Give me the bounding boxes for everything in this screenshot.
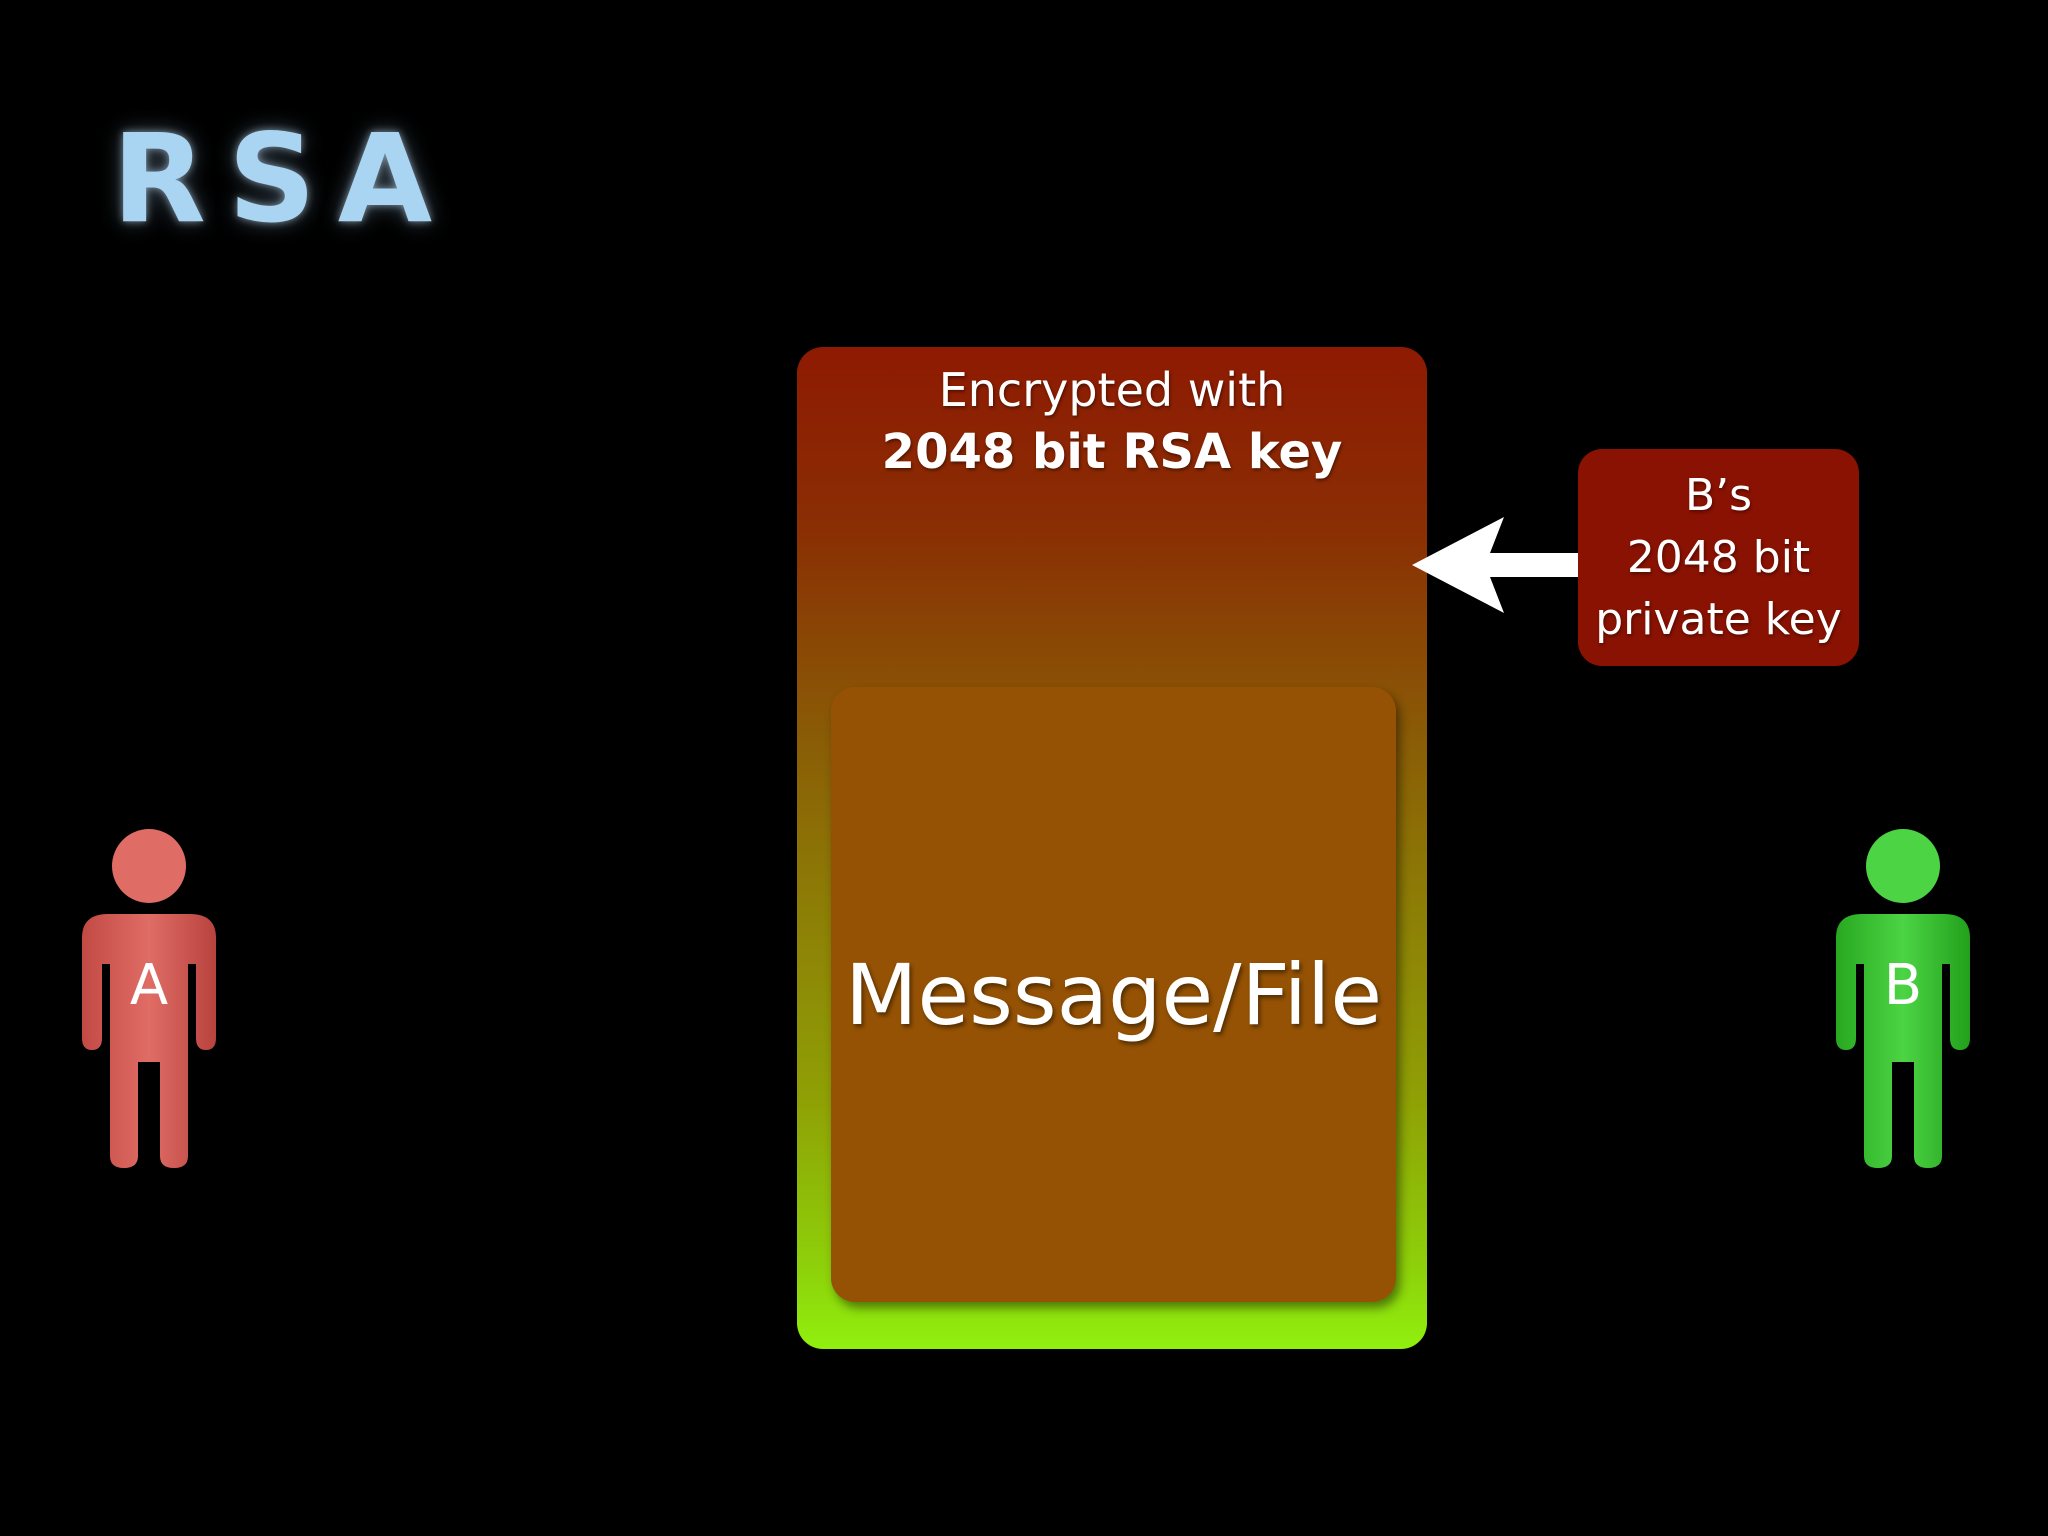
person-a: A <box>64 826 234 1176</box>
person-b: B <box>1818 826 1988 1176</box>
key-box-line1: B’s <box>1684 469 1753 521</box>
envelope-caption: Encrypted with 2048 bit RSA key <box>797 359 1427 483</box>
message-file-box: Message/File <box>831 687 1396 1302</box>
encrypted-envelope: Encrypted with 2048 bit RSA key Message/… <box>797 347 1427 1349</box>
person-a-label: A <box>129 953 169 1018</box>
arrow-left-icon <box>1412 517 1580 613</box>
envelope-caption-line1: Encrypted with <box>938 363 1286 417</box>
person-a-icon <box>82 829 216 1168</box>
slide-title: RSA <box>112 108 455 250</box>
person-b-label: B <box>1883 953 1923 1018</box>
private-key-box: B’s 2048 bit private key <box>1578 449 1859 666</box>
person-b-icon <box>1836 829 1970 1168</box>
message-file-label: Message/File <box>844 945 1383 1044</box>
envelope-caption-line2: 2048 bit RSA key <box>881 424 1343 480</box>
key-box-line3: private key <box>1595 593 1842 645</box>
key-box-line2: 2048 bit <box>1626 531 1811 583</box>
